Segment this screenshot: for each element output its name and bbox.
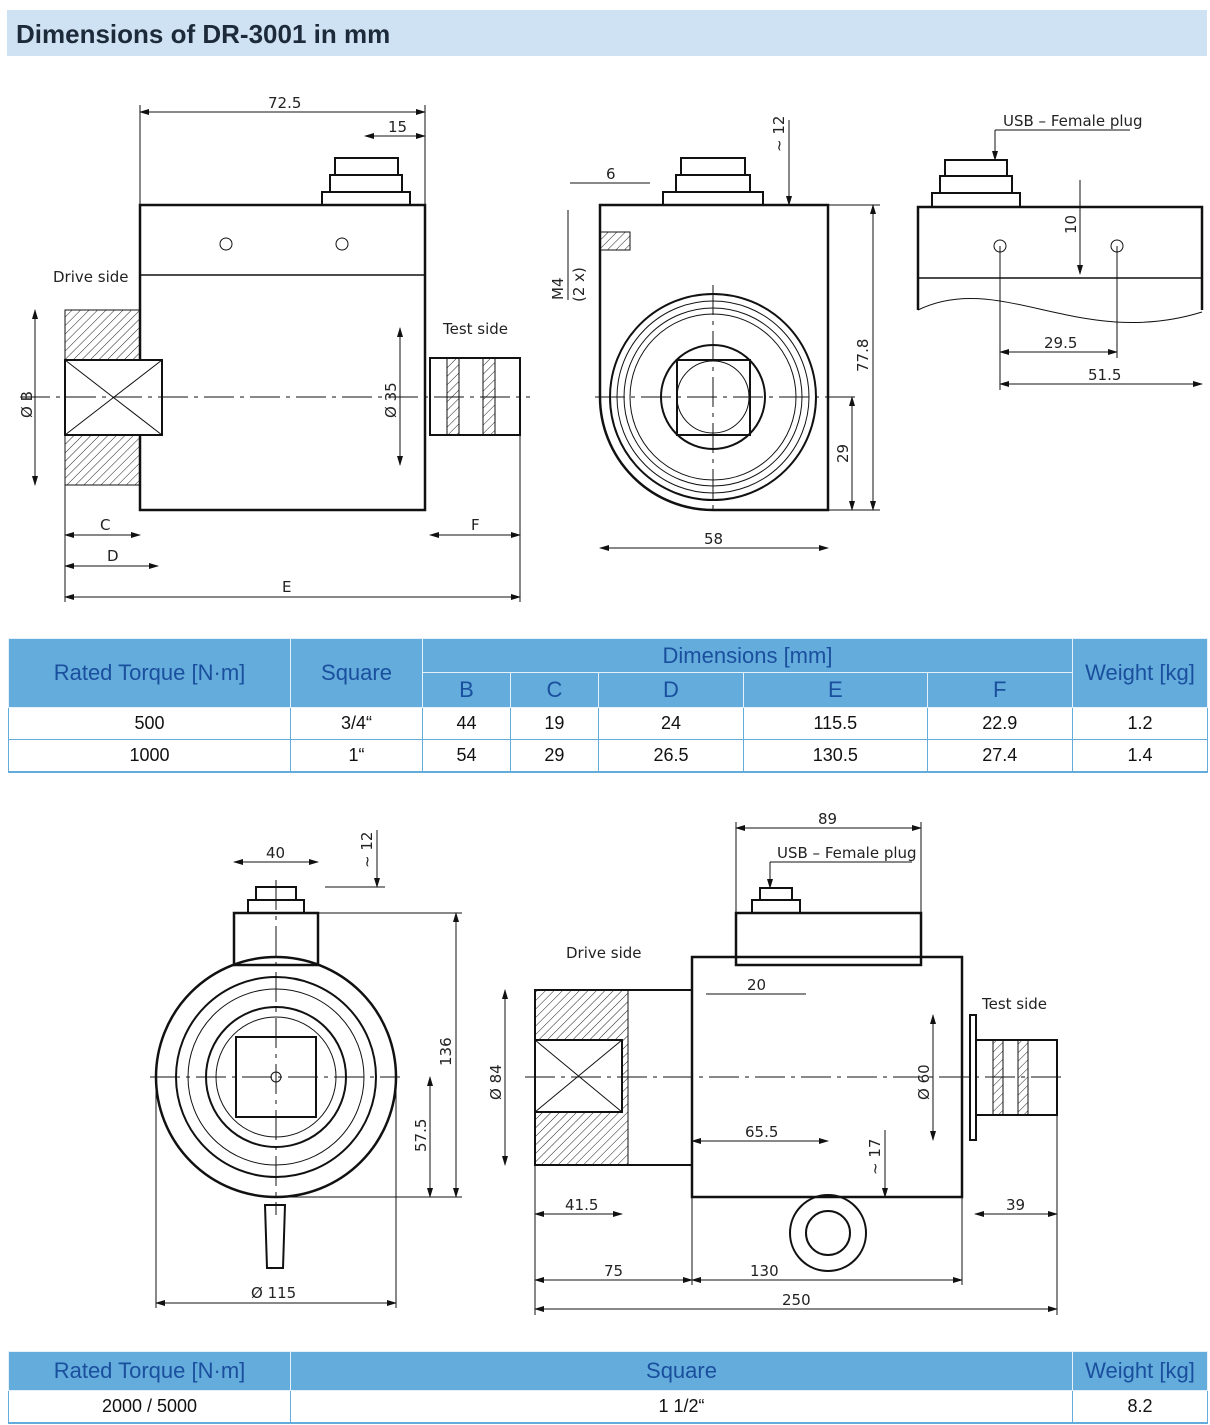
test-side-label: Test side — [981, 995, 1047, 1013]
dim-label: 65.5 — [745, 1123, 778, 1141]
front-view-large — [150, 830, 462, 1308]
dim-label: 6 — [606, 165, 616, 183]
dim-label: 250 — [782, 1291, 811, 1309]
usb-label: USB – Female plug — [1003, 112, 1143, 130]
cell: 2000 / 5000 — [8, 1390, 291, 1424]
drive-side-label: Drive side — [566, 944, 642, 962]
dim-label: 130 — [750, 1262, 779, 1280]
dim-label: Ø B — [18, 391, 36, 418]
cell: 1000 — [8, 739, 291, 773]
dim-label: 89 — [818, 810, 837, 828]
dim-label: Ø 115 — [251, 1284, 296, 1302]
cell: 130.5 — [743, 739, 928, 773]
cell: 27.4 — [926, 739, 1074, 773]
cell: 1 1/2“ — [290, 1390, 1073, 1424]
cell: 29 — [509, 739, 599, 773]
dim-label: 29 — [834, 444, 852, 463]
dim-label: 75 — [604, 1262, 623, 1280]
cell: 500 — [8, 707, 291, 740]
dim-label: 29.5 — [1044, 334, 1077, 352]
dimensions-table-small: Rated Torque [N·m] Square Dimensions [mm… — [8, 638, 1208, 773]
col-rated-torque: Rated Torque [N·m] — [8, 638, 291, 708]
cell: 19 — [509, 707, 599, 740]
table-row: 500 3/4“ 44 19 24 115.5 22.9 1.2 — [8, 707, 1208, 740]
dim-label: (2 x) — [570, 267, 588, 302]
dim-label: F — [471, 516, 480, 534]
col-e: E — [743, 672, 928, 708]
dim-label: 58 — [704, 530, 723, 548]
dim-label: 41.5 — [565, 1196, 598, 1214]
dim-label: 15 — [388, 118, 407, 136]
dim-label: 77.8 — [854, 339, 872, 372]
col-b: B — [422, 672, 511, 708]
dim-label: 51.5 — [1088, 366, 1121, 384]
col-weight: Weight [kg] — [1072, 1351, 1208, 1391]
cell: 115.5 — [743, 707, 928, 740]
dim-label: ~ 12 — [358, 832, 376, 868]
side-view-small — [20, 105, 530, 602]
dim-label: ~ 17 — [866, 1139, 884, 1175]
page-title: Dimensions of DR-3001 in mm — [16, 19, 391, 49]
cell: 54 — [422, 739, 511, 773]
dim-label: 40 — [266, 844, 285, 862]
front-view-small — [567, 120, 880, 551]
table-row: 1000 1“ 54 29 26.5 130.5 27.4 1.4 — [8, 739, 1208, 773]
cell: 24 — [597, 707, 745, 740]
dim-label: 57.5 — [412, 1119, 430, 1152]
cell: 26.5 — [597, 739, 745, 773]
dim-label: Ø 84 — [487, 1064, 505, 1100]
top-view-small — [916, 129, 1204, 390]
cell: 1.4 — [1072, 739, 1208, 773]
cell: 22.9 — [926, 707, 1074, 740]
cell: 8.2 — [1072, 1390, 1208, 1424]
col-f: F — [926, 672, 1074, 708]
dim-label: D — [107, 547, 119, 565]
col-square: Square — [290, 638, 423, 708]
col-weight: Weight [kg] — [1072, 638, 1208, 708]
dim-label: E — [282, 578, 291, 596]
side-view-large — [502, 822, 1065, 1315]
test-side-label: Test side — [442, 320, 508, 338]
dim-label: ~ 12 — [770, 116, 788, 152]
cell: 1“ — [290, 739, 423, 773]
table-row: 2000 / 5000 1 1/2“ 8.2 — [8, 1390, 1208, 1424]
dim-label: 10 — [1062, 215, 1080, 234]
cell: 1.2 — [1072, 707, 1208, 740]
dim-label: Ø 60 — [915, 1064, 933, 1100]
dim-label: C — [100, 516, 110, 534]
cell: 3/4“ — [290, 707, 423, 740]
usb-label: USB – Female plug — [777, 844, 917, 862]
cell: 44 — [422, 707, 511, 740]
dim-label: 39 — [1006, 1196, 1025, 1214]
dim-label: Ø 35 — [382, 382, 400, 418]
dim-label: 136 — [437, 1037, 455, 1066]
col-square: Square — [290, 1351, 1073, 1391]
dim-label: 20 — [747, 976, 766, 994]
col-c: C — [509, 672, 599, 708]
dim-label: 72.5 — [268, 94, 301, 112]
col-d: D — [597, 672, 745, 708]
dimensions-table-large: Rated Torque [N·m] Square Weight [kg] 20… — [8, 1351, 1208, 1424]
col-dimensions: Dimensions [mm] — [422, 638, 1073, 673]
title-bar: Dimensions of DR-3001 in mm — [7, 10, 1207, 56]
col-rated-torque: Rated Torque [N·m] — [8, 1351, 291, 1391]
drive-side-label: Drive side — [53, 268, 129, 286]
dim-label: M4 — [549, 278, 567, 301]
